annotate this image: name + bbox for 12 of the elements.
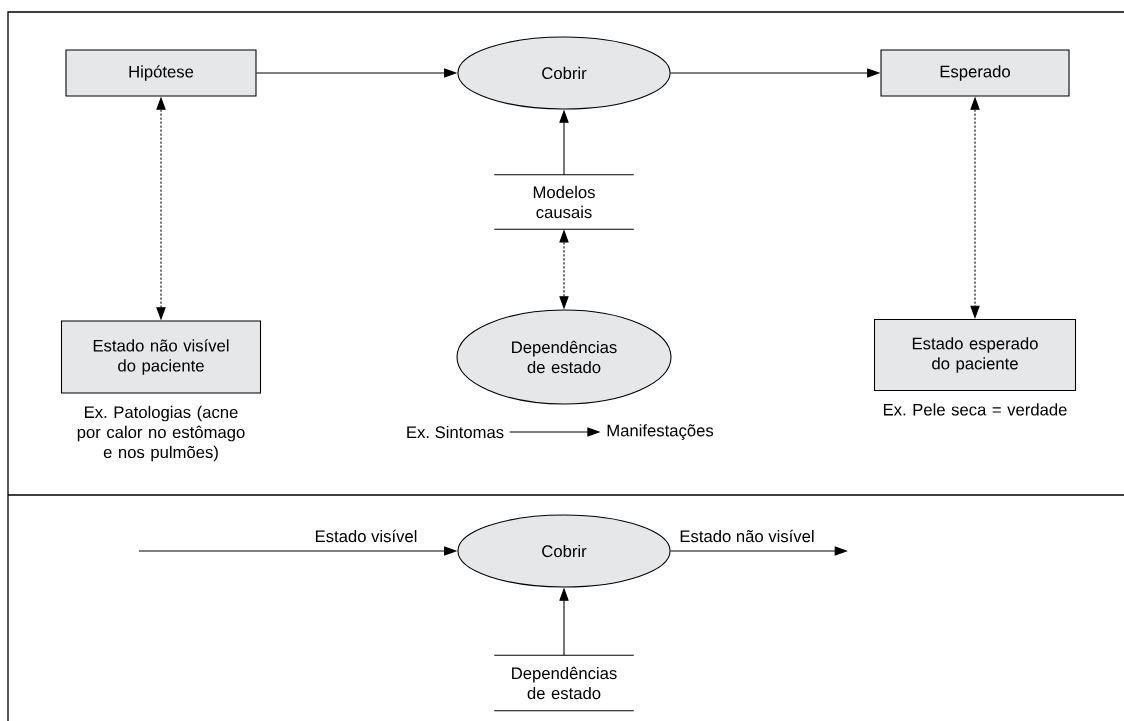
annotation-text: Ex. Pele seca = verdade xyxy=(883,403,1067,416)
process-box: Esperado xyxy=(880,49,1070,97)
process-box: Hipótese xyxy=(65,49,257,97)
process-box: Estado esperado do paciente xyxy=(873,318,1077,392)
edge-label: Estado não visível xyxy=(680,529,814,543)
annotation-text: Manifestações xyxy=(607,424,714,440)
annotation-text: Ex. Sintomas xyxy=(407,425,504,439)
data-store: Dependências de estado xyxy=(493,654,635,712)
annotation-text: Ex. Patologias (acne por calor no estômago e nos pulmões) xyxy=(77,405,245,462)
data-store: Modelos causais xyxy=(493,174,635,230)
edge-label: Estado visível xyxy=(315,529,417,543)
process-box: Estado não visível do paciente xyxy=(60,320,262,394)
